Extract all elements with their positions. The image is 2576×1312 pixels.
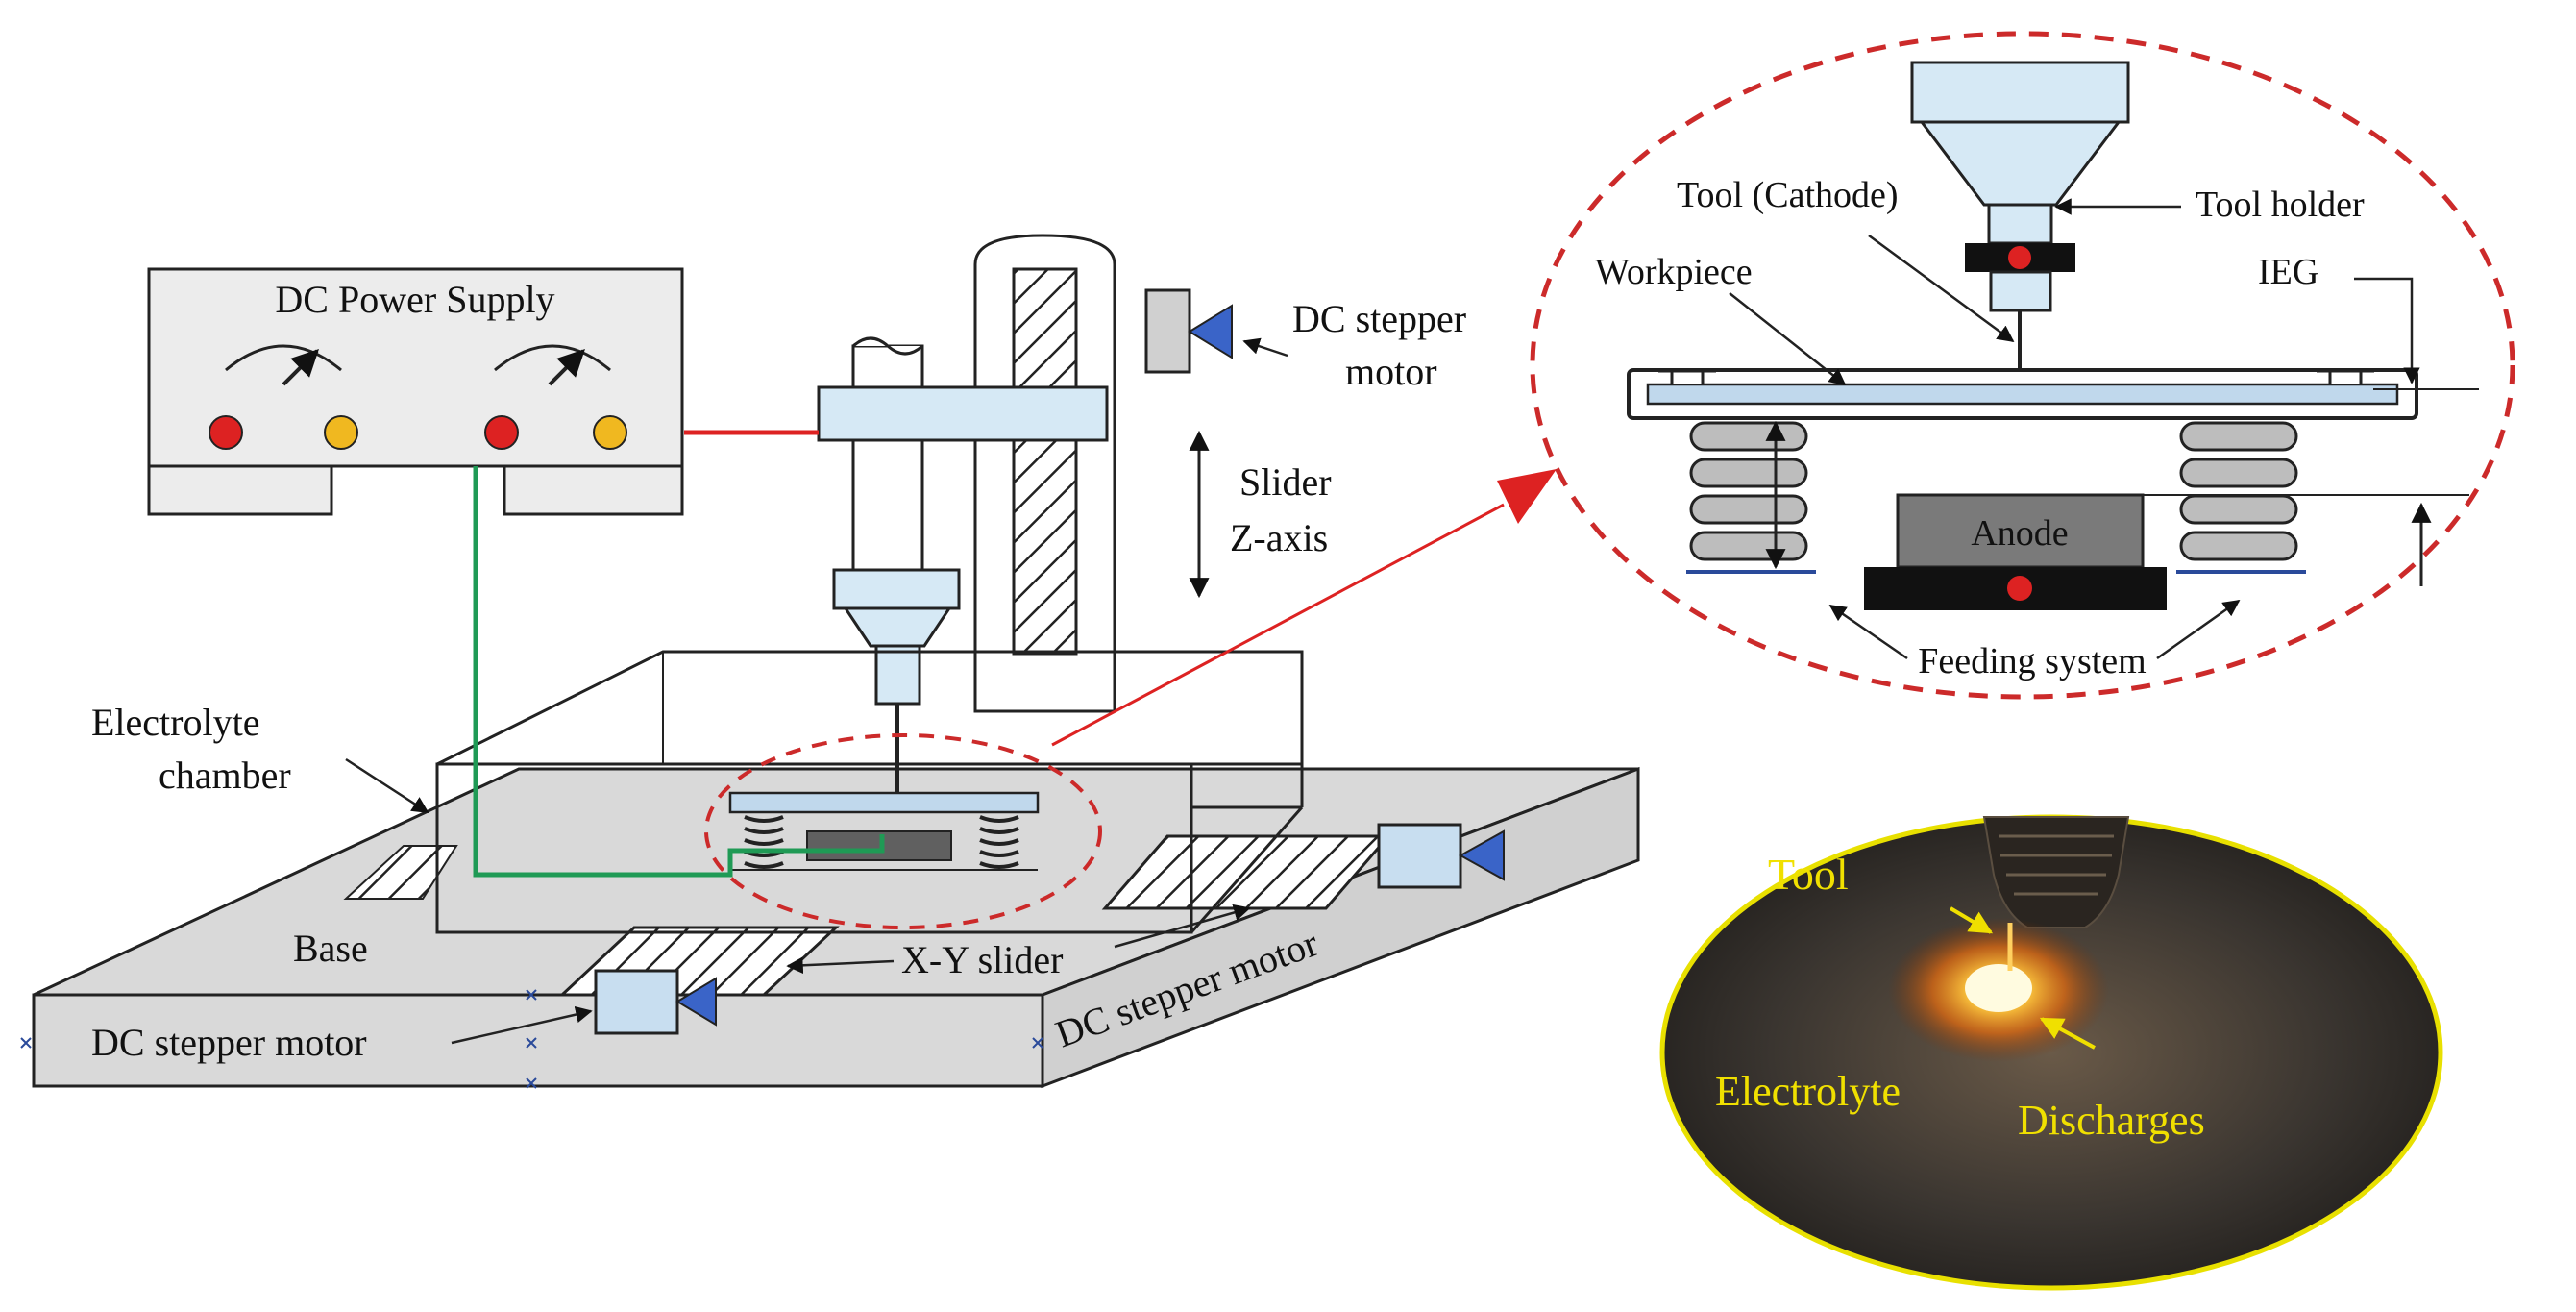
- label-dc-stepper-top-1: DC stepper: [1292, 297, 1466, 340]
- stepper-motor-top: [1144, 288, 1233, 374]
- label-base: Base: [293, 927, 368, 970]
- label-dc-power-supply: DC Power Supply: [275, 278, 554, 321]
- inset-label-tool-holder: Tool holder: [2196, 185, 2365, 225]
- photo-label-tool: Tool: [1768, 850, 1849, 899]
- leader-dc-stepper-left: [451, 1005, 593, 1045]
- label-xy-slider: X-Y slider: [901, 938, 1063, 981]
- tool-spindle: [832, 336, 961, 793]
- electrolyte-chamber: [435, 650, 1304, 934]
- inset-label-workpiece: Workpiece: [1595, 252, 1753, 292]
- inset-label-tool-cathode: Tool (Cathode): [1677, 175, 1899, 215]
- base-markers: [20, 989, 1043, 1089]
- leader-electrolyte-chamber: [345, 757, 429, 814]
- stepper-motor-bottom: [594, 969, 717, 1035]
- photo-ellipse: [1659, 814, 2443, 1291]
- label-z-axis: Z-axis: [1230, 516, 1328, 559]
- inset-label-anode: Anode: [1971, 513, 2068, 554]
- gauge-left: [225, 344, 342, 372]
- leader-xy-slider: [786, 956, 895, 975]
- terminal-red-2: [484, 415, 519, 450]
- label-dc-stepper-top-2: motor: [1345, 350, 1437, 393]
- gauge-left-needle: [282, 349, 319, 386]
- chamber-workpiece: [728, 791, 1040, 871]
- dc-power-supply: [147, 267, 684, 516]
- leader-dc-stepper-top: [1242, 337, 1288, 358]
- label-slider: Slider: [1239, 460, 1332, 504]
- zoom-connector-arrowhead: [1497, 469, 1557, 524]
- terminal-red-1: [209, 415, 243, 450]
- stepper-motor-right: [1377, 823, 1505, 889]
- gauge-right: [494, 344, 611, 372]
- label-chamber: chamber: [159, 754, 291, 797]
- tool-arm: [817, 385, 1109, 442]
- label-dc-stepper-left: DC stepper motor: [91, 1021, 367, 1064]
- zoom-connector: [1051, 503, 1505, 747]
- green-wire: [473, 466, 885, 878]
- gauge-right-needle: [548, 349, 585, 386]
- terminal-yellow-1: [324, 415, 358, 450]
- inset-label-feeding-system: Feeding system: [1918, 641, 2146, 681]
- inset-label-ieg: IEG: [2258, 252, 2318, 292]
- xy-slider-rails: [343, 834, 1392, 997]
- photo-label-discharges: Discharges: [2018, 1097, 2205, 1144]
- label-electrolyte: Electrolyte: [91, 701, 259, 744]
- zoom-ellipse-small: [704, 733, 1102, 929]
- machine-column: [973, 234, 1116, 713]
- photo-label-electrolyte: Electrolyte: [1715, 1068, 1901, 1115]
- terminal-yellow-2: [593, 415, 627, 450]
- inset-zoom: [1530, 31, 2515, 700]
- leader-xy-slider-2: [1114, 904, 1251, 949]
